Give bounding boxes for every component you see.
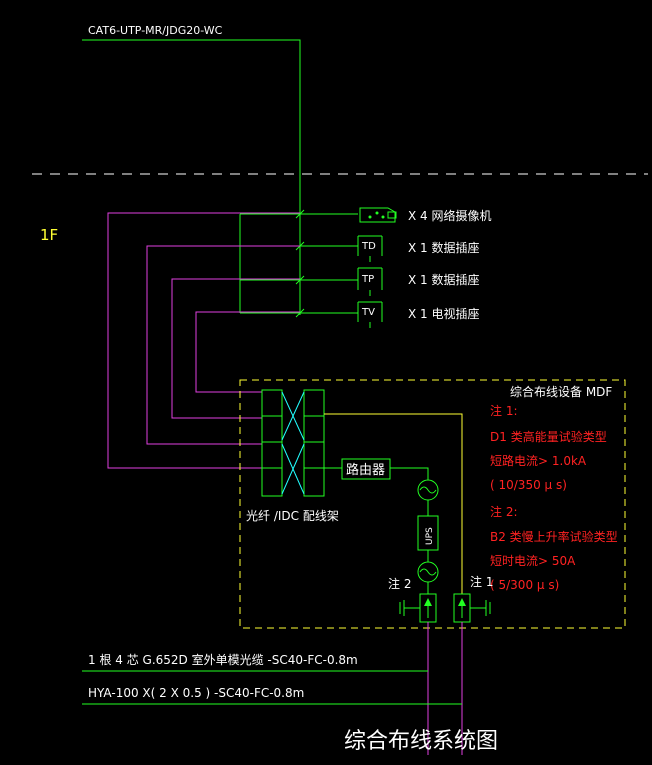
note1-line3: ( 10/350 μ s) <box>490 478 567 492</box>
camera-icon <box>359 207 397 223</box>
patch-panel-left <box>261 389 283 497</box>
floor-label: 1F <box>40 226 58 244</box>
top-cable-label: CAT6-UTP-MR/JDG20-WC <box>88 24 223 37</box>
td-box-label: TD <box>361 241 376 252</box>
equipment-label: 综合布线设备 MDF <box>510 384 612 399</box>
note1-title: 注 1: <box>490 403 518 418</box>
ups-box-label: UPS <box>425 527 435 545</box>
green-riser-line <box>82 39 301 315</box>
note2-title: 注 2: <box>490 504 518 519</box>
router-chain-line <box>390 467 429 480</box>
yellow-trunk <box>324 413 463 594</box>
patch-panel-right <box>303 389 325 497</box>
spd-device-2 <box>399 593 437 623</box>
patch-panel-label: 光纤 /IDC 配线架 <box>246 509 339 523</box>
note2-line2: 短时电流> 50A <box>490 554 576 568</box>
green-branches <box>239 213 358 314</box>
note1-tag: 注 1 <box>470 574 493 589</box>
tv-outlet-icon <box>357 301 383 328</box>
note2-tag: 注 2 <box>388 576 411 591</box>
tp-box-label: TP <box>361 274 374 285</box>
magenta-cabling <box>107 212 300 469</box>
diagram-title: 综合布线系统图 <box>344 729 498 754</box>
spd-device-1 <box>453 593 491 623</box>
hya-cable-label: HYA-100 X( 2 X 0.5 ) -SC40-FC-0.8m <box>88 686 304 700</box>
tp-label: X 1 数据插座 <box>408 272 480 287</box>
note1-line2: 短路电流> 1.0kA <box>490 453 587 468</box>
mdf-boundary <box>239 379 626 629</box>
note1-line1: D1 类高能量试验类型 <box>490 429 607 444</box>
riser-ticks <box>295 209 305 318</box>
fiber-cable-label: 1 根 4 芯 G.652D 室外单模光缆 -SC40-FC-0.8m <box>88 652 358 667</box>
tv-label: X 1 电视插座 <box>408 306 480 321</box>
note2-line3: ( 5/300 μ s) <box>490 578 559 592</box>
tv-box-label: TV <box>361 307 375 318</box>
camera-label: X 4 网络摄像机 <box>408 208 492 223</box>
router-box <box>341 458 391 480</box>
td-label: X 1 数据插座 <box>408 240 480 255</box>
td-outlet-icon <box>357 235 383 262</box>
tp-outlet-icon <box>357 267 383 296</box>
cross-connect-lines <box>281 391 305 495</box>
note2-line1: B2 类慢上升率试验类型 <box>490 529 618 544</box>
router-label: 路由器 <box>346 462 385 478</box>
